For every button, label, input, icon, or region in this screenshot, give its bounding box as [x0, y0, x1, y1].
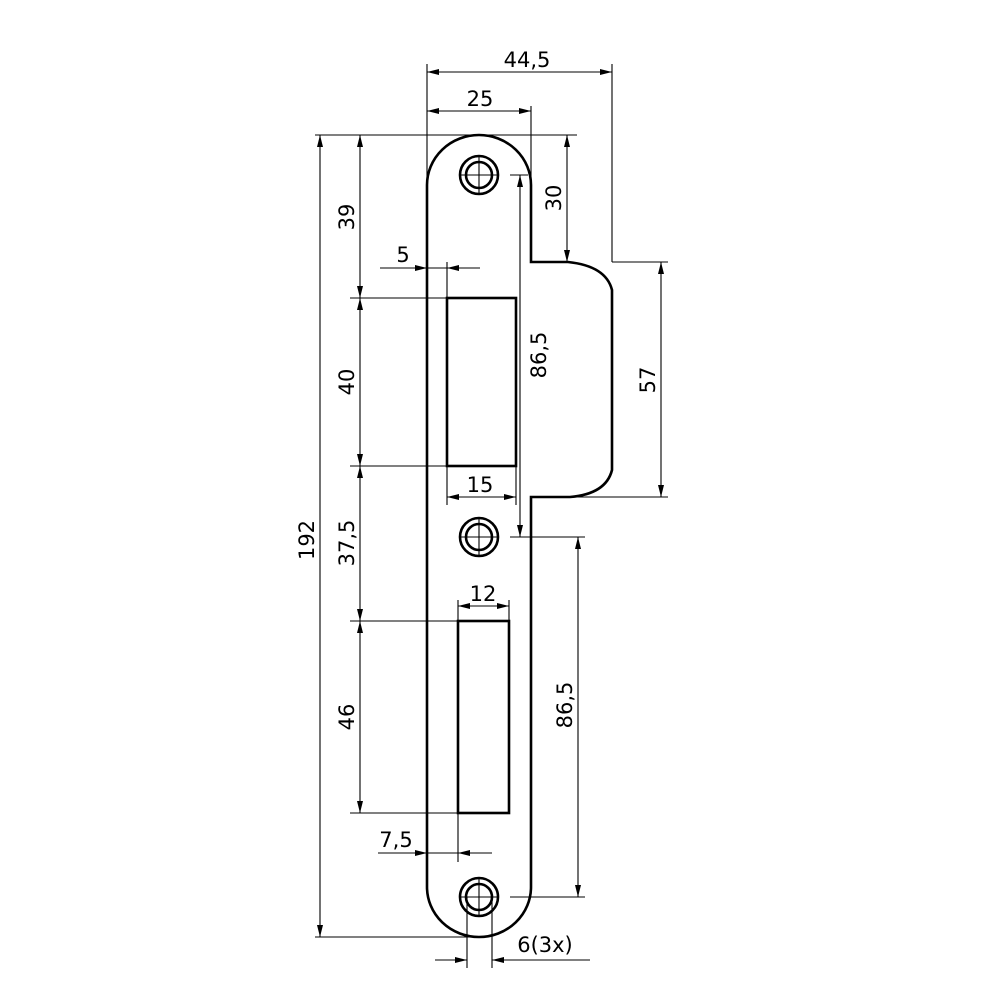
- dim-slot2-offset: 7,5: [379, 828, 412, 852]
- lower-slot: [456, 619, 511, 815]
- dimension-lines: [317, 69, 664, 963]
- dim-hole-spacing-upper: 86,5: [527, 332, 551, 379]
- dim-slot1-to-slot2: 37,5: [335, 520, 359, 567]
- dim-slot1-height: 40: [335, 369, 359, 396]
- dim-top-to-slot1: 39: [335, 204, 359, 231]
- upper-slot: [445, 296, 518, 468]
- dim-overall-height: 192: [295, 520, 319, 560]
- screw-hole-bottom: [458, 876, 500, 918]
- extension-lines: [315, 64, 668, 968]
- dim-slot2-height: 46: [335, 704, 359, 731]
- dim-slot2-width: 12: [470, 582, 497, 606]
- dim-top-to-lip: 30: [542, 185, 566, 212]
- dim-hole-spacing-lower: 86,5: [553, 682, 577, 729]
- screw-hole-top: [458, 154, 500, 196]
- dim-slot1-offset: 5: [396, 243, 409, 267]
- dim-lip-height: 57: [636, 367, 660, 394]
- screw-hole-middle: [458, 516, 500, 558]
- dim-hole-diameter: 6(3x): [517, 933, 573, 957]
- dim-overall-width: 44,5: [504, 48, 551, 72]
- dim-plate-width: 25: [467, 87, 494, 111]
- dim-slot1-width: 15: [467, 473, 494, 497]
